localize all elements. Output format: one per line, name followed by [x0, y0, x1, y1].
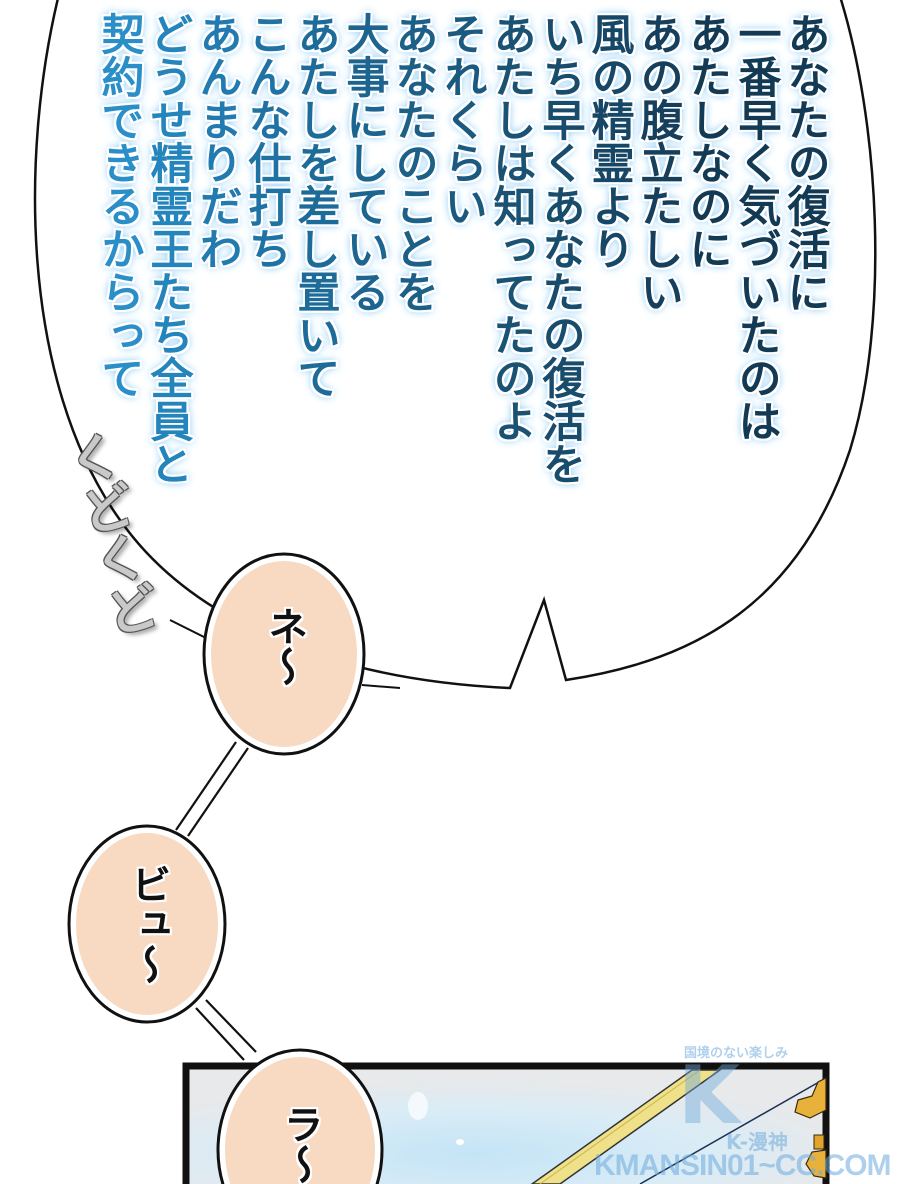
main-speech-bubble: [33, 0, 877, 690]
dialogue-column: いち早くあなたの復活を: [535, 12, 585, 485]
dialogue-column: 大事にしている: [339, 12, 389, 313]
dialogue-column: 風の精霊より: [584, 12, 634, 270]
dialogue-column: あの腹立たしい: [633, 12, 683, 313]
small-bubble-ra: [216, 1048, 384, 1184]
dialogue-column: 契約できるからって: [94, 12, 144, 399]
bubble-tail-right: [361, 684, 401, 689]
dialogue-column: こんな仕打ち: [241, 12, 291, 270]
dialogue-column: あなたのことを: [388, 12, 438, 313]
dialogue-column: あたしなのに: [682, 12, 732, 270]
bubble-tail-left: [169, 619, 207, 639]
golden-ornament: [794, 1077, 827, 1179]
small-bubble-byu: [67, 824, 227, 1024]
small-bubble-text-ra: ラ〜: [277, 1104, 323, 1184]
dialogue-column: あたしは知ってたのよ: [486, 12, 536, 442]
dialogue-column: どうせ精霊王たち全員と: [143, 12, 193, 485]
dialogue-column: あたしを差し置いて: [290, 12, 340, 399]
small-bubble-text-byu: ビュ〜: [124, 864, 170, 984]
dialogue-column: それくらい: [437, 12, 487, 227]
small-bubble-ne: [202, 552, 366, 756]
dialogue-column: あんまりだわ: [192, 12, 242, 270]
dialogue-column: 一番早く気づいたのは: [731, 12, 781, 442]
small-bubble-text-ne: ネ〜: [261, 606, 307, 686]
main-dialogue: あなたの復活に 一番早く気づいたのは あたしなのに あの腹立たしい 風の精霊より…: [86, 12, 830, 532]
bubble-connectors: [175, 741, 257, 1061]
dialogue-column: あなたの復活に: [780, 12, 830, 313]
